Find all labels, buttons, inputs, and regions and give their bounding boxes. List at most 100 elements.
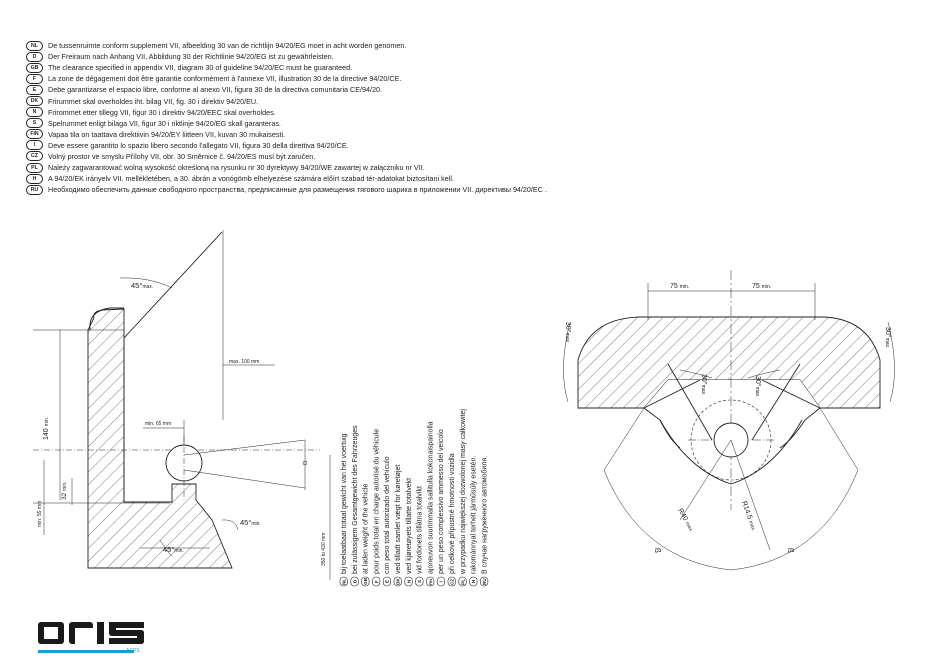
note-text: Der Freiraum nach Anhang VII, Abbildung … bbox=[48, 52, 334, 62]
note-ru: RU Необходимо обеспечить данные свободног… bbox=[26, 184, 726, 195]
beta-label-right: ß bbox=[786, 548, 795, 553]
lang-badge: CZ bbox=[450, 579, 455, 585]
oris-logo: ACPS bbox=[38, 616, 158, 660]
load-note-text: ved tilladt samlet vægt for køretøjet bbox=[395, 465, 402, 574]
load-note-text: bei zulässigem Gesamtgewicht des Fahrzeu… bbox=[352, 425, 359, 574]
angle-arc-right-inner bbox=[747, 369, 781, 379]
beta-label-left: ß bbox=[653, 548, 662, 553]
load-note-dk: DK ved tilladt samlet vægt for køretøjet bbox=[393, 465, 402, 587]
note-text: Debe garantizarse el espacio libre, conf… bbox=[48, 85, 383, 95]
dim-label-75-right: 75 min. bbox=[752, 283, 771, 290]
lang-badge: RU bbox=[26, 184, 43, 195]
beta-line-right bbox=[819, 407, 859, 471]
lang-badge: E bbox=[26, 84, 43, 95]
lang-badge: GB bbox=[26, 62, 43, 73]
load-note-text: pour poids total en charge autorisé du v… bbox=[373, 429, 380, 574]
lang-badge: H bbox=[471, 580, 476, 583]
lang-badge: F bbox=[374, 580, 379, 583]
slope-line-45 bbox=[123, 231, 223, 339]
lang-badge: D bbox=[26, 51, 43, 62]
lang-badge: NL bbox=[26, 40, 43, 51]
lang-badge: CZ bbox=[26, 151, 43, 162]
lang-badge: I bbox=[439, 581, 444, 582]
beta-line-left bbox=[603, 407, 645, 471]
side-view-diagram: 45°max. max. 100 mm 140 min. 32 min. min… bbox=[33, 230, 331, 580]
dim-label-65: min. 65 mm bbox=[145, 421, 171, 427]
lang-badge: D bbox=[352, 579, 357, 583]
lang-badge: FIN bbox=[428, 579, 433, 586]
angle-arc-right bbox=[221, 519, 239, 531]
radius-leader-r40 bbox=[679, 439, 732, 521]
load-note-text: per un peso complessivo ammesso del veic… bbox=[438, 429, 445, 574]
lang-badge: S bbox=[417, 580, 422, 583]
lang-badge: N bbox=[406, 580, 411, 583]
lang-badge: F bbox=[26, 73, 43, 84]
lang-badge: FIN bbox=[26, 129, 43, 140]
dim-label-55: min. 55 mm bbox=[37, 501, 43, 527]
beta-arc-right bbox=[730, 469, 859, 571]
angle-arc-bottom bbox=[159, 539, 173, 557]
beta-arc-left bbox=[603, 469, 732, 571]
ball-clearance-circle bbox=[690, 399, 772, 481]
note-gb: GB The clearance specified in appendix VI… bbox=[26, 62, 726, 73]
angle-label-bottom: 45°min. bbox=[163, 545, 184, 554]
angle-arc-right-outer bbox=[887, 321, 895, 403]
angle-label-top: 45°max. bbox=[131, 281, 153, 290]
note-text: Należy zagwarantować wolną wysokość okre… bbox=[48, 163, 425, 173]
dim-label-350-420: 350 to 420 mm bbox=[321, 533, 327, 566]
radius-label-r145: R14.5 max. bbox=[740, 500, 757, 532]
note-text: Frirommet etter tillegg VII, figur 30 i … bbox=[48, 107, 276, 117]
lang-badge: S bbox=[26, 118, 43, 129]
inner-v-left bbox=[667, 363, 713, 441]
lang-badge: DK bbox=[396, 578, 401, 585]
note-f: F La zone de dégagement doit être garanti… bbox=[26, 73, 726, 84]
clearance-zone-hatch bbox=[87, 308, 233, 569]
lang-badge: DK bbox=[26, 96, 43, 107]
note-d: D Der Freiraum nach Anhang VII, Abbildung… bbox=[26, 51, 726, 62]
angle-label-left-inner: 30°max. bbox=[700, 374, 708, 395]
load-note-text: con peso total autorizado del vehículo bbox=[384, 456, 391, 574]
angle-label-right: 45°min. bbox=[240, 518, 261, 527]
ball-dim-up bbox=[183, 439, 306, 456]
lang-badge: NL bbox=[342, 579, 347, 585]
ball-dim-mark bbox=[302, 460, 308, 466]
dim-label-140: 140 min. bbox=[43, 417, 50, 440]
note-text: Необходимо обеспечить данные свободного … bbox=[48, 185, 547, 195]
angle-arc-left-inner bbox=[679, 369, 713, 379]
note-text: La zone de dégagement doit être garantie… bbox=[48, 74, 402, 84]
note-text: Deve essere garantito lo spazio libero s… bbox=[48, 140, 349, 150]
clearance-funnel-lower bbox=[643, 379, 821, 409]
angle-arc-top bbox=[119, 277, 173, 289]
load-note-text: při celkové přípustné hmotnosti vozidla bbox=[449, 453, 456, 574]
lang-badge: PL bbox=[460, 579, 465, 585]
load-note-cz: CZ při celkové přípustné hmotnosti vozidl… bbox=[447, 453, 456, 587]
logo-sub: ACPS bbox=[126, 648, 140, 654]
note-text: Volný prostor ve smyslu Přílohy VII, obr… bbox=[48, 151, 316, 161]
dim-label-32: 32 min. bbox=[61, 482, 68, 501]
dim-label-100: max. 100 mm bbox=[229, 359, 259, 365]
note-text: The clearance specified in appendix VII,… bbox=[48, 63, 353, 73]
ball-dim-down bbox=[183, 469, 306, 489]
note-cz: CZ Volný prostor ve smyslu Přílohy VII, o… bbox=[26, 151, 726, 162]
lang-badge: RU bbox=[482, 578, 487, 585]
angle-label-left-outer: 30°max. bbox=[564, 322, 572, 343]
load-note-ru: RUВ случае нагруженного автомобиля. bbox=[480, 456, 488, 587]
angle-label-right-inner: 30°max. bbox=[754, 376, 762, 397]
load-note-text: vid fordonets tillåtna totalvikt bbox=[416, 486, 424, 574]
load-note-text: at laden weight of the vehicle bbox=[363, 484, 370, 574]
inner-v-right bbox=[751, 363, 801, 441]
